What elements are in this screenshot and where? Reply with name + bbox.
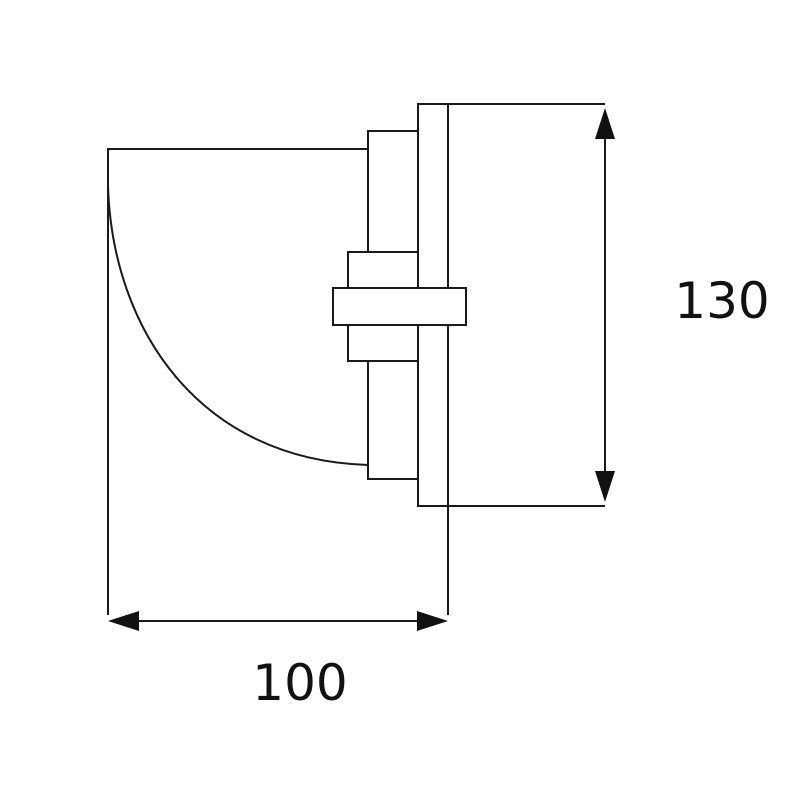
arrow-down-icon <box>595 471 615 502</box>
shade-outline <box>107 148 368 615</box>
arrow-up-icon <box>595 108 615 139</box>
height-label: 130 <box>674 272 769 330</box>
height-dimension: 130 <box>448 103 770 507</box>
width-label: 100 <box>252 654 347 712</box>
lamp-shade <box>107 148 369 615</box>
cross-bar <box>332 287 467 326</box>
shade-curve <box>107 184 369 466</box>
arrow-right-icon <box>417 611 448 631</box>
width-dimension: 100 <box>108 611 448 712</box>
arrow-left-icon <box>108 611 139 631</box>
